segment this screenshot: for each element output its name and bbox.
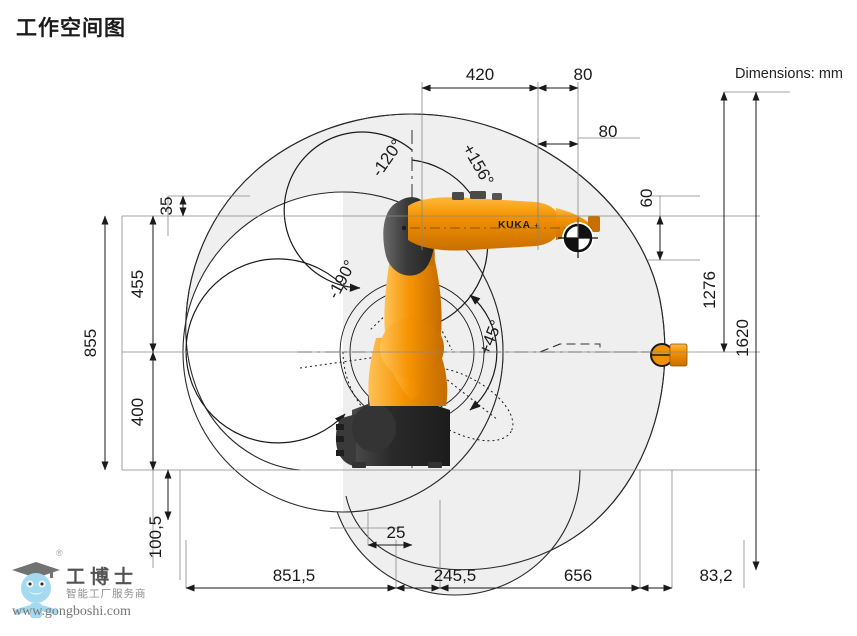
dim-420: 420	[421, 65, 539, 92]
dim-1620: 1620	[733, 91, 760, 571]
dim-1276: 1276	[700, 91, 728, 353]
page-title: 工作空间图	[16, 16, 126, 40]
dim-83-2-label: 83,2	[699, 566, 732, 585]
dim-455-label: 455	[128, 270, 147, 298]
dim-83-2: 83,2	[639, 566, 733, 592]
gongboshi-mascot-icon	[12, 562, 60, 618]
dim-1620-label: 1620	[733, 319, 752, 357]
tool-flange-marker	[650, 343, 688, 367]
dim-25-label: 25	[387, 523, 406, 542]
dim-35-label: 35	[157, 197, 176, 216]
dim-851-5: 851,5	[185, 566, 397, 592]
watermark-tagline: 智能工厂服务商	[66, 588, 147, 600]
dim-35: 35	[157, 195, 187, 217]
dim-100-5-label: 100,5	[146, 516, 165, 559]
dim-455: 455	[128, 215, 157, 353]
watermark-brand: 工博士	[66, 566, 139, 588]
dim-80-mid-label: 80	[599, 122, 618, 141]
dim-400: 400	[128, 351, 157, 471]
dim-60: 60	[637, 189, 664, 261]
watermark-logo: ® 工博士 智能工厂服务商 www.gongboshi.com	[4, 548, 180, 634]
dim-60-label: 60	[637, 189, 656, 208]
kuka-brand-text: KUKA	[498, 219, 531, 231]
dim-855-label: 855	[81, 329, 100, 357]
dim-100-5: 100,5	[146, 469, 172, 559]
watermark-url[interactable]: www.gongboshi.com	[12, 604, 131, 619]
svg-text:+: +	[534, 221, 539, 231]
kuka-robot: KUKA +	[335, 191, 600, 468]
dim-80-mid: 80	[537, 122, 618, 148]
dim-1276-label: 1276	[700, 271, 719, 309]
dim-245-5: 245,5	[395, 566, 477, 592]
dim-25: 25	[367, 523, 413, 549]
dim-245-5-label: 245,5	[434, 566, 477, 585]
dim-80-top: 80	[537, 65, 593, 92]
dim-851-5-label: 851,5	[273, 566, 316, 585]
dim-80-top-label: 80	[574, 65, 593, 84]
dim-656: 656	[439, 566, 641, 592]
dim-855: 855	[81, 215, 109, 471]
dimensions-unit-note: Dimensions: mm	[735, 66, 843, 82]
dim-656-label: 656	[564, 566, 592, 585]
dim-420-label: 420	[466, 65, 494, 84]
watermark-registered-mark: ®	[56, 548, 63, 558]
dim-400-label: 400	[128, 398, 147, 426]
